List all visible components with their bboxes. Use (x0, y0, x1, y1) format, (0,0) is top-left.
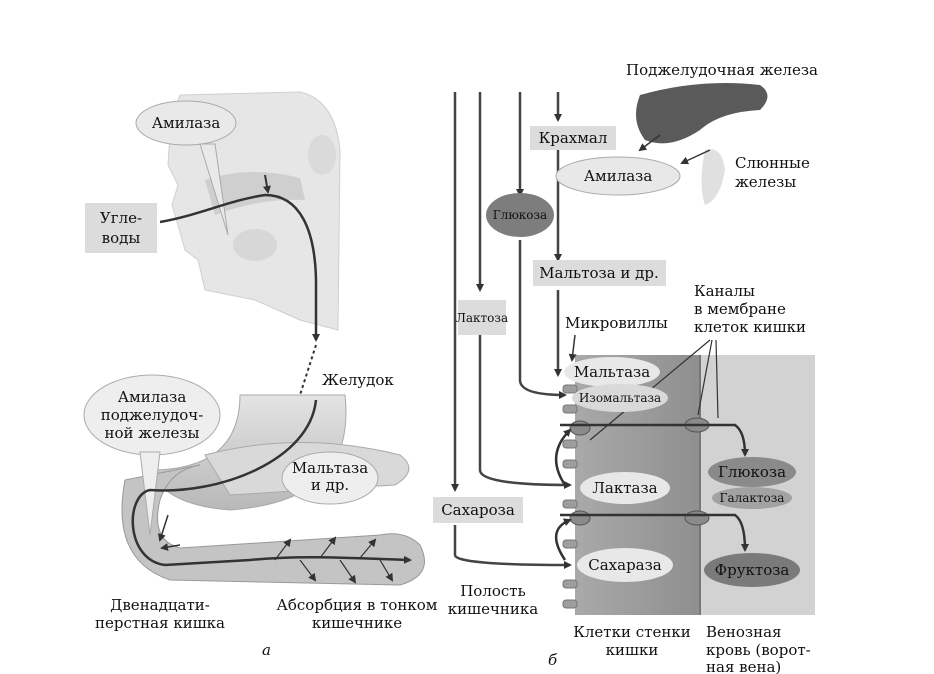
maltase-ellipse-b (564, 357, 660, 387)
lactase-ellipse (580, 472, 670, 504)
venous-label-line1: Венозная (706, 623, 782, 641)
caption-b: б (548, 651, 558, 669)
channels-label-line3: клеток кишки (694, 318, 806, 336)
duodenum-label-line1: Двенадцати- (110, 596, 210, 614)
salivary-glands-shape-b (701, 149, 725, 205)
microvilli-label: Микровиллы (565, 314, 668, 332)
panel-b: Поджелудочная железа Слюнные железы Крах… (433, 61, 818, 674)
maltase-label-a-line1: Мальтаза (292, 459, 368, 477)
channels-label-line1: Каналы (694, 282, 755, 300)
sucrase-ellipse (577, 548, 673, 582)
maltose-box (533, 260, 666, 286)
sucrose-label: Сахароза (441, 501, 515, 519)
amylase-label-a: Амилаза (152, 114, 221, 132)
channels-label-line2: в мембране (694, 300, 786, 318)
isomaltase-label: Изомальтаза (579, 391, 661, 405)
maltase-label-a-line2: и др. (311, 476, 349, 494)
sucrase-label: Сахараза (588, 556, 662, 574)
absorption-arrows-b (554, 423, 749, 561)
pancreatic-amylase-line2: поджелудоч- (101, 406, 204, 424)
intestine-shape (121, 464, 425, 586)
wall-cells-label-line2: кишки (606, 641, 659, 659)
carb-flow-lines (451, 92, 572, 569)
isomaltase-ellipse (572, 384, 668, 412)
starch-label: Крахмал (539, 129, 608, 147)
galactose-label: Галактоза (720, 491, 785, 505)
fructose-ellipse (704, 553, 800, 587)
microvilli-shapes (562, 384, 578, 609)
pancreas-label-b: Поджелудочная железа (626, 61, 818, 79)
starch-box (530, 126, 616, 150)
maltase-bubble-a (281, 451, 379, 505)
salivary-label-line1: Слюнные (735, 154, 810, 172)
duodenum-label-line2: перстная кишка (95, 614, 225, 632)
venous-label-line3: ная вена) (706, 658, 781, 674)
amylase-bubble (135, 100, 237, 146)
pancreas-shape-b (636, 82, 768, 144)
sucrose-box (433, 497, 523, 523)
maltose-label: Мальтоза и др. (539, 264, 659, 282)
glucose-label: Глюкоза (718, 463, 786, 481)
salivary-label-line2: железы (735, 173, 796, 191)
glucose-ellipse (708, 457, 796, 487)
fructose-label: Фруктоза (715, 561, 790, 579)
caption-a: а (262, 641, 271, 659)
food-path-arrow (159, 193, 320, 342)
pancreatic-amylase-line1: Амилаза (118, 388, 187, 406)
amylase-label-b: Амилаза (584, 167, 653, 185)
lumen-label-line2: кишечника (448, 600, 538, 618)
salivary-gland-shape-2 (308, 135, 336, 175)
wall-cells-label-line1: Клетки стенки (573, 623, 690, 641)
lactose-label: Лактоза (456, 311, 508, 325)
lactose-box (458, 300, 506, 335)
carbs-label-line2: воды (102, 229, 141, 247)
panel-a: Амилаза Угле- воды Желудок Амилаза подже… (83, 91, 438, 659)
carbs-box (85, 203, 157, 253)
absorption-label-line2: кишечнике (312, 614, 402, 632)
venous-label-line2: кровь (ворот- (706, 641, 811, 659)
glucose-small-label: Глюкоза (493, 208, 547, 222)
absorption-label-line1: Абсорбция в тонком (277, 596, 438, 614)
lactase-label: Лактаза (592, 479, 657, 497)
absorption-arrows (274, 536, 394, 584)
carbs-label-line1: Угле- (100, 209, 142, 227)
maltase-label-b: Мальтаза (574, 363, 650, 381)
stomach-label: Желудок (322, 371, 394, 389)
pancreatic-amylase-line3: ной железы (105, 424, 200, 442)
lumen-label-line1: Полость (460, 582, 526, 600)
glucose-small-ellipse (486, 193, 554, 237)
galactose-ellipse (712, 487, 792, 509)
amylase-ellipse-b (555, 156, 681, 196)
salivary-gland-shape (233, 229, 277, 261)
